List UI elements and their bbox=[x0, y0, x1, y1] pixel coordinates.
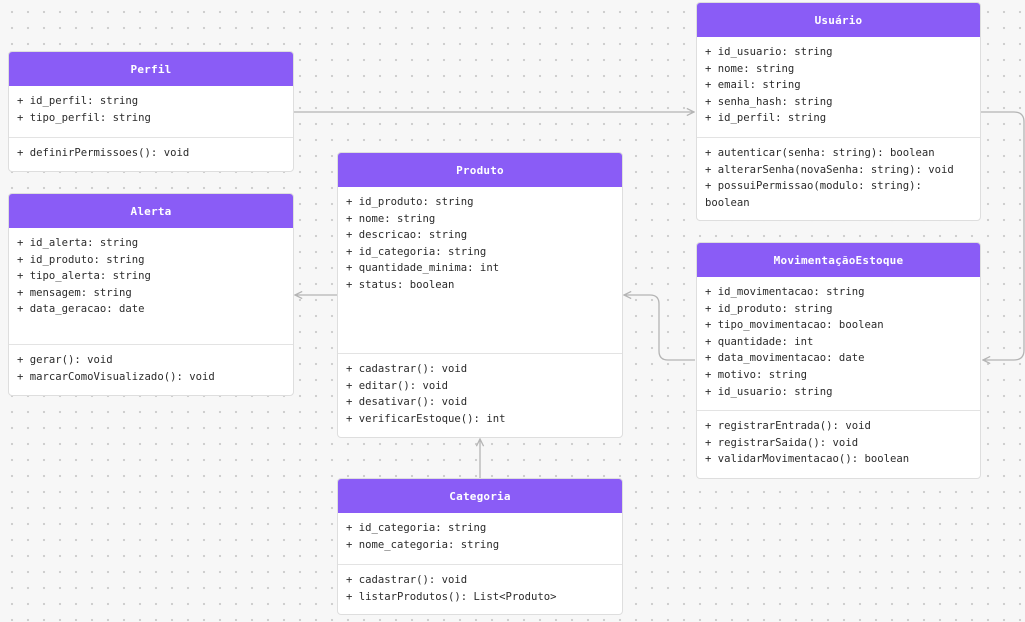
class-categoria-attributes: + id_categoria: string + nome_categoria:… bbox=[338, 513, 622, 565]
attribute: + id_produto: string bbox=[17, 253, 145, 266]
class-perfil-title: Perfil bbox=[9, 52, 293, 86]
class-alerta-attributes: + id_alerta: string + id_produto: string… bbox=[9, 228, 293, 345]
attribute: + id_perfil: string bbox=[17, 95, 139, 107]
edge-usuario-movimentacao bbox=[981, 111, 1025, 360]
method: + possuiPermissao(modulo: string): boole… bbox=[705, 180, 922, 209]
class-perfil-attributes: + id_perfil: string + tipo_perfil: strin… bbox=[9, 86, 293, 138]
attribute: + motivo: string bbox=[705, 368, 808, 381]
attribute: + nome: string bbox=[346, 212, 436, 225]
attribute: + nome: string bbox=[705, 62, 795, 75]
method: + registrarSaida(): void bbox=[705, 436, 859, 449]
attribute: + status: boolean bbox=[346, 278, 455, 291]
class-categoria-title: Categoria bbox=[338, 479, 622, 513]
class-produto[interactable]: Produto + id_produto: string + nome: str… bbox=[337, 152, 623, 438]
attribute: + quantidade_minima: int bbox=[346, 262, 500, 275]
attribute: + id_usuario: string bbox=[705, 385, 833, 398]
edge-movimentacao-produto bbox=[624, 295, 695, 361]
class-categoria[interactable]: Categoria + id_categoria: string + nome_… bbox=[337, 478, 623, 615]
class-alerta[interactable]: Alerta + id_alerta: string + id_produto:… bbox=[8, 193, 294, 396]
attribute: + quantidade: int bbox=[705, 335, 814, 348]
class-alerta-title: Alerta bbox=[9, 194, 293, 228]
attribute: + id_perfil: string bbox=[705, 112, 827, 125]
attribute: + id_categoria: string bbox=[346, 245, 487, 258]
class-produto-attributes: + id_produto: string + nome: string + de… bbox=[338, 187, 622, 354]
class-usuario-attributes: + id_usuario: string + nome: string + em… bbox=[697, 37, 980, 138]
class-categoria-methods: + cadastrar(): void + listarProdutos(): … bbox=[338, 565, 622, 612]
class-usuario-methods: + autenticar(senha: string): boolean + a… bbox=[697, 138, 980, 218]
class-produto-title: Produto bbox=[338, 153, 622, 187]
attribute: + id_produto: string bbox=[705, 302, 833, 315]
attribute: + id_movimentacao: string bbox=[705, 286, 865, 298]
attribute: + tipo_movimentacao: boolean bbox=[705, 319, 884, 332]
method: + definirPermissoes(): void bbox=[17, 147, 190, 159]
attribute: + data_geracao: date bbox=[17, 303, 145, 316]
attribute: + descricao: string bbox=[346, 229, 468, 242]
method: + cadastrar(): void bbox=[346, 574, 468, 586]
attribute: + senha_hash: string bbox=[705, 95, 833, 108]
class-usuario[interactable]: Usuário + id_usuario: string + nome: str… bbox=[696, 2, 981, 221]
method: + autenticar(senha: string): boolean bbox=[705, 147, 935, 159]
attribute: + tipo_alerta: string bbox=[17, 270, 151, 283]
class-alerta-methods: + gerar(): void + marcarComoVisualizado(… bbox=[9, 345, 293, 392]
class-produto-methods: + cadastrar(): void + editar(): void + d… bbox=[338, 354, 622, 434]
class-usuario-title: Usuário bbox=[697, 3, 980, 37]
method: + marcarComoVisualizado(): void bbox=[17, 370, 215, 383]
class-movimentacao-title: MovimentaçãoEstoque bbox=[697, 243, 980, 277]
class-perfil[interactable]: Perfil + id_perfil: string + tipo_perfil… bbox=[8, 51, 294, 172]
class-movimentacao-methods: + registrarEntrada(): void + registrarSa… bbox=[697, 411, 980, 475]
attribute: + id_usuario: string bbox=[705, 46, 833, 58]
attribute: + data_movimentacao: date bbox=[705, 352, 865, 365]
attribute: + id_produto: string bbox=[346, 196, 474, 208]
attribute: + mensagem: string bbox=[17, 286, 132, 299]
method: + registrarEntrada(): void bbox=[705, 420, 871, 432]
attribute: + tipo_perfil: string bbox=[17, 111, 151, 124]
method: + cadastrar(): void bbox=[346, 363, 468, 375]
class-movimentacao-estoque[interactable]: MovimentaçãoEstoque + id_movimentacao: s… bbox=[696, 242, 981, 479]
method: + editar(): void bbox=[346, 379, 449, 392]
method: + gerar(): void bbox=[17, 354, 113, 366]
method: + verificarEstoque(): int bbox=[346, 412, 506, 425]
attribute: + id_categoria: string bbox=[346, 522, 487, 534]
attribute: + nome_categoria: string bbox=[346, 538, 500, 551]
attribute: + email: string bbox=[705, 79, 801, 92]
class-perfil-methods: + definirPermissoes(): void bbox=[9, 138, 293, 169]
class-movimentacao-attributes: + id_movimentacao: string + id_produto: … bbox=[697, 277, 980, 411]
method: + alterarSenha(novaSenha: string): void bbox=[705, 163, 954, 176]
attribute: + id_alerta: string bbox=[17, 237, 139, 249]
method: + validarMovimentacao(): boolean bbox=[705, 453, 910, 466]
method: + desativar(): void bbox=[346, 396, 468, 409]
method: + listarProdutos(): List<Produto> bbox=[346, 590, 557, 603]
